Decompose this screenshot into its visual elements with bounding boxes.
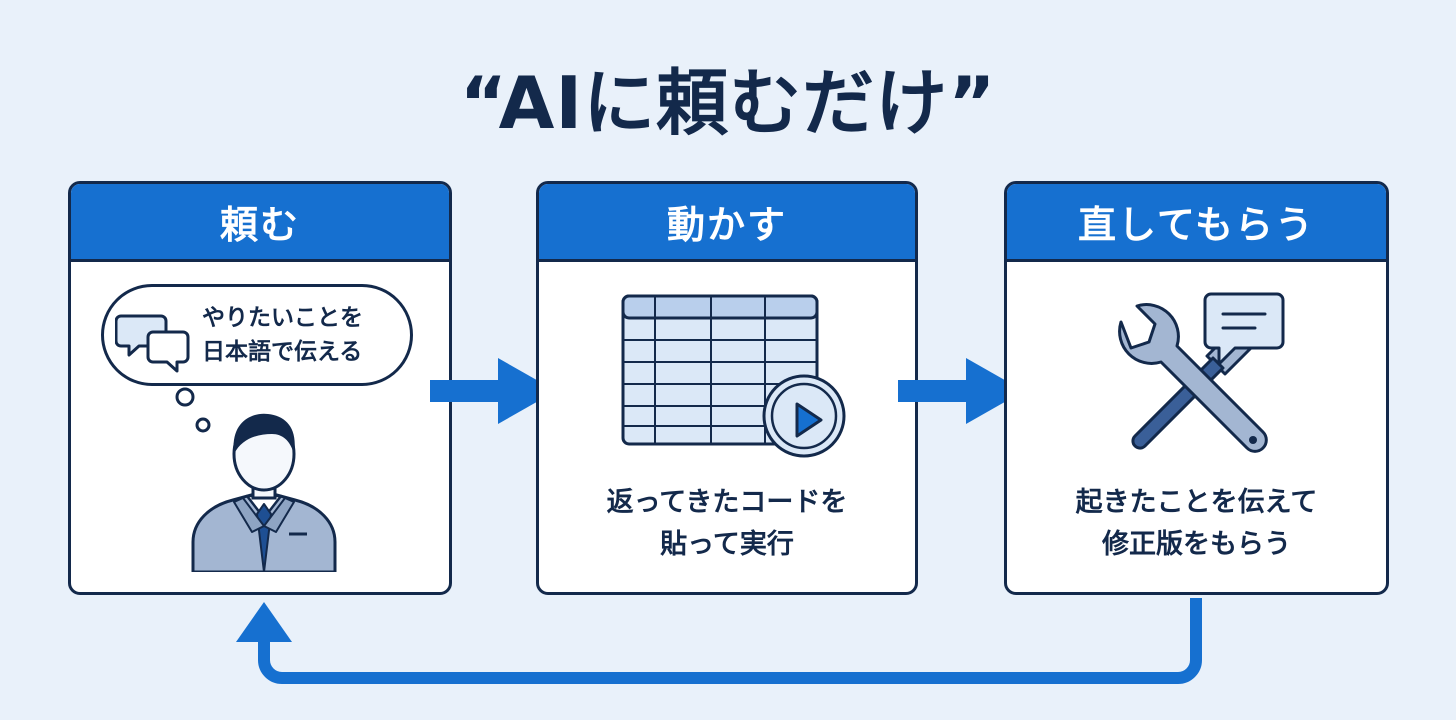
step-caption-fix: 起きたことを伝えて 修正版をもらう [1007,482,1386,566]
step-caption-ask: やりたいことを 日本語で伝える [202,301,363,369]
step-header-run: 動かす [539,184,915,262]
step-card-ask: 頼む やりたいことを 日本語で伝える [68,181,452,595]
caption-line-2: 修正版をもらう [1102,529,1291,560]
step-label-run: 動かす [666,203,787,247]
businessman-avatar [191,413,337,572]
step-card-fix: 直してもらう 起きたことを伝えて 修正版をもらう [1004,181,1389,595]
spreadsheet-icon [621,294,846,458]
thought-bubble-dots [175,387,211,433]
flow-arrow-2 [898,358,1024,424]
step-label-ask: 頼む [219,203,300,247]
caption-line-2: 日本語で伝える [202,339,363,365]
message-icon [1203,292,1285,366]
step-caption-run: 返ってきたコードを 貼って実行 [539,482,915,566]
flow-arrow-1 [430,358,556,424]
caption-line-1: 返ってきたコードを [606,487,848,518]
step-card-run: 動かす 返ってきたコードを 貼って実行 [536,181,918,595]
step-header-fix: 直してもらう [1007,184,1386,262]
diagram-title: “AIに頼むだけ” [459,61,997,145]
caption-line-1: やりたいことを [202,305,363,331]
play-button-icon [795,402,823,438]
wrench-icon [1118,303,1268,453]
caption-line-2: 貼って実行 [660,529,794,560]
caption-line-1: 起きたことを伝えて [1075,487,1318,518]
step-label-fix: 直してもらう [1078,203,1315,247]
step-header-ask: 頼む [71,184,449,262]
chat-bubbles-icon [115,314,190,373]
